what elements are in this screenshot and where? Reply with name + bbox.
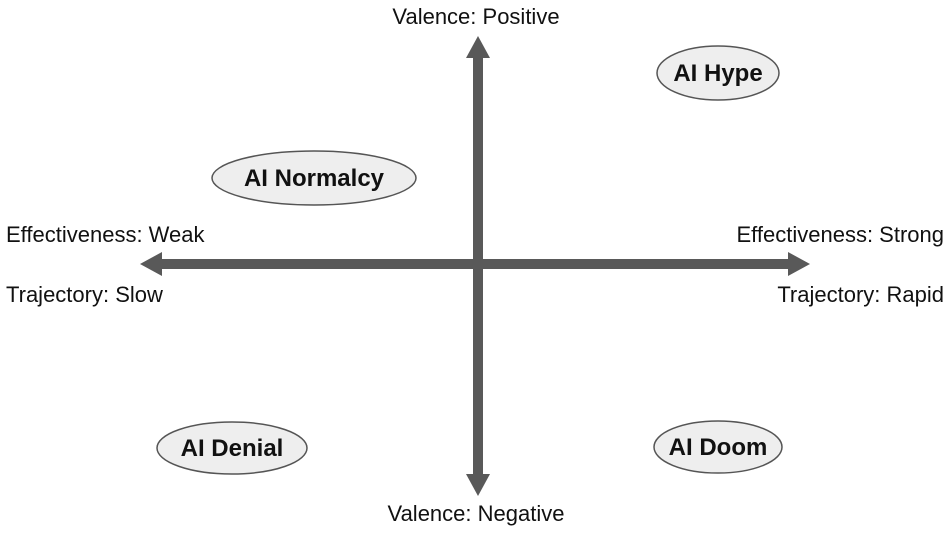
vertical-axis xyxy=(466,36,490,496)
up-arrowhead-icon xyxy=(466,36,490,58)
quadrant-bubble-ai-denial: AI Denial xyxy=(156,421,308,475)
bubble-ellipse xyxy=(656,45,780,101)
quadrant-bubble-ai-doom: AI Doom xyxy=(653,420,783,474)
quadrant-label-bottom-right: AI Doom xyxy=(669,434,768,461)
bubble-ellipse xyxy=(211,150,417,206)
quadrant-bubble-ai-normalcy: AI Normalcy xyxy=(211,150,417,206)
quadrant-bubble-ai-hype: AI Hype xyxy=(656,45,780,101)
bottom-axis-label: Valence: Negative xyxy=(388,501,565,526)
left-effectiveness-label: Effectiveness: Weak xyxy=(6,222,206,247)
right-trajectory-label: Trajectory: Rapid xyxy=(777,282,944,307)
quadrant-label-top-left: AI Normalcy xyxy=(244,165,385,192)
quadrant-label-top-right: AI Hype xyxy=(673,60,762,87)
right-arrowhead-icon xyxy=(788,252,810,276)
quadrant-label-bottom-left: AI Denial xyxy=(181,435,284,462)
left-arrowhead-icon xyxy=(140,252,162,276)
down-arrowhead-icon xyxy=(466,474,490,496)
top-axis-label: Valence: Positive xyxy=(392,4,559,29)
bubble-ellipse xyxy=(156,421,308,475)
right-effectiveness-label: Effectiveness: Strong xyxy=(737,222,945,247)
left-trajectory-label: Trajectory: Slow xyxy=(6,282,163,307)
bubble-ellipse xyxy=(653,420,783,474)
